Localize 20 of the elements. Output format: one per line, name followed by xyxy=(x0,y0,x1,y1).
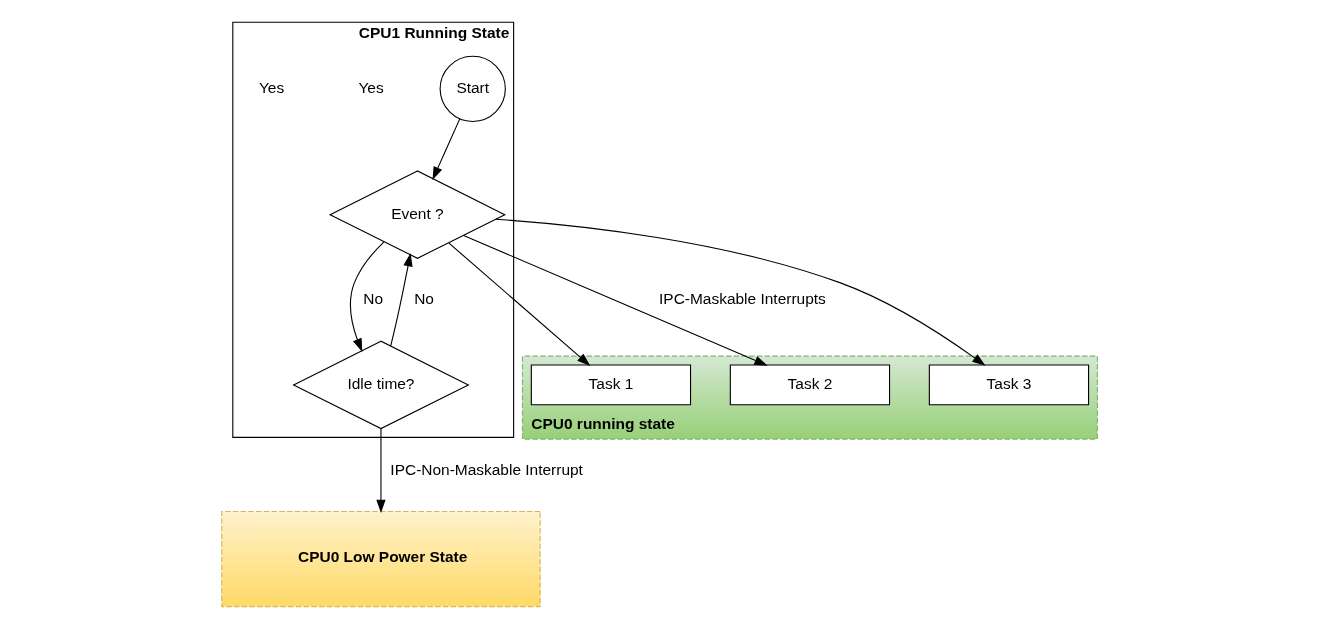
label: Yes xyxy=(357,78,384,96)
node-diamond: Idle time? xyxy=(291,340,470,429)
arrow xyxy=(389,252,413,347)
arrow xyxy=(431,117,460,180)
node-box: Task 3 xyxy=(928,363,1089,405)
label: Yes xyxy=(258,78,284,96)
arrow xyxy=(447,242,590,366)
arrow xyxy=(375,427,386,513)
edge-label: IPC-Non-Maskable Interrupt xyxy=(389,460,583,478)
edge-label: IPC-Maskable Interrupts xyxy=(658,289,826,307)
arrow xyxy=(462,234,768,366)
arrow xyxy=(349,240,385,352)
node-box: Task 1 xyxy=(530,363,691,405)
arrow xyxy=(494,218,985,366)
edge-label: No xyxy=(413,289,434,307)
node-box: CPU0 Low Power State xyxy=(220,510,541,607)
edge-label: No xyxy=(362,289,383,307)
node-diamond: Event ? xyxy=(328,169,506,259)
node-circle: Start xyxy=(439,55,506,122)
node-box: Task 2 xyxy=(729,363,890,405)
